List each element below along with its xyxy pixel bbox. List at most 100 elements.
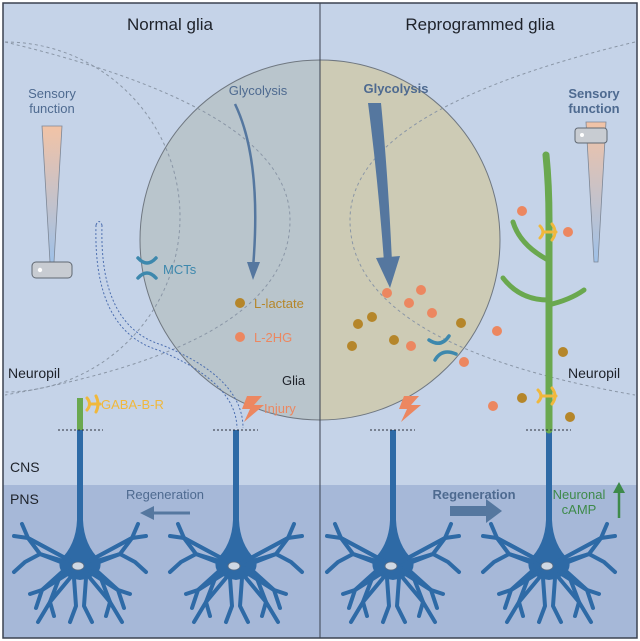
glia-label: Glia (282, 373, 306, 388)
regenerated-branch (500, 275, 551, 303)
lactate-molecule (347, 341, 357, 351)
neuronal-camp-label-1: Neuronal (553, 487, 606, 502)
dendrite (168, 534, 238, 568)
glycolysis-label-left: Glycolysis (229, 83, 288, 98)
regeneration-label-left: Regeneration (126, 487, 204, 502)
neuron-nucleus (384, 561, 398, 571)
regenerated-axon-main (542, 151, 553, 434)
right-panel-title: Reprogrammed glia (405, 15, 555, 34)
dendrite (192, 564, 238, 624)
glia-cell (139, 59, 501, 421)
dendrite (36, 564, 82, 624)
gaba-b-receptor-right-lower (536, 386, 558, 406)
regenerated-branch (545, 287, 587, 308)
intact-axon-green-segment (77, 398, 83, 431)
dendrite (234, 564, 250, 624)
dendrite (481, 534, 551, 568)
l2hg-molecule (492, 326, 502, 336)
sensory-label-left-2: function (29, 101, 75, 116)
dendrite (224, 564, 238, 624)
dendrite (78, 534, 148, 568)
l2hg-molecule (416, 285, 426, 295)
neuron-nucleus (227, 561, 241, 571)
sensory-label-left-1: Sensory (28, 86, 76, 101)
l2hg-molecule (563, 227, 573, 237)
mcts-label: MCTs (163, 262, 197, 277)
glycolysis-label-right: Glycolysis (363, 81, 428, 96)
dendrite (381, 564, 395, 624)
dendrite (547, 564, 581, 618)
l2hg-molecule (459, 357, 469, 367)
regeneration-arrowhead-right (486, 499, 502, 523)
dendrite (168, 552, 238, 574)
lactate-molecule (353, 319, 363, 329)
regeneration-label-right: Regeneration (432, 487, 515, 502)
camp-up-arrowhead (613, 482, 625, 493)
dendrite (391, 564, 407, 624)
glia-right-half (320, 60, 500, 420)
neuropil-arc-right (349, 41, 636, 396)
dendrite (517, 564, 551, 618)
neuron-1 (12, 520, 148, 624)
dendrite (537, 564, 551, 624)
l-lactate-label: L-lactate (254, 296, 304, 311)
dendrite (391, 534, 461, 568)
neuropil-label-left: Neuropil (8, 365, 60, 381)
dendrite (204, 564, 238, 618)
neuron-4 (481, 520, 617, 624)
lactate-molecule (389, 335, 399, 345)
dendrite (325, 534, 395, 568)
gaba-b-receptor-left (85, 394, 102, 414)
sensory-bulb-right (574, 127, 608, 144)
injury-label: Injury (264, 401, 296, 416)
neuron-nucleus (71, 561, 85, 571)
dendrite (234, 534, 304, 568)
dendrite (325, 552, 395, 574)
l-2hg-legend-dot (235, 332, 245, 342)
dendrite (391, 564, 425, 618)
dendrite (78, 564, 124, 624)
neuronal-camp-label-2: cAMP (562, 502, 597, 517)
dendrite (547, 552, 617, 574)
dendrite (547, 564, 593, 624)
mct-transporter-left (136, 256, 158, 280)
dendrite (12, 552, 82, 574)
glycolysis-arrowhead-left (247, 262, 260, 280)
dendrite (349, 564, 395, 624)
dendrite (547, 534, 617, 568)
dendrite (481, 552, 551, 574)
l-lactate-legend-dot (235, 298, 245, 308)
dendrite (234, 564, 268, 618)
left-panel-title: Normal glia (127, 15, 214, 34)
dendrite (78, 564, 112, 618)
dendrite (48, 564, 82, 618)
dendrite (78, 552, 148, 574)
lactate-molecule (456, 318, 466, 328)
molecules-right (347, 206, 575, 422)
injury-bolt-left (242, 396, 264, 422)
glia-left-half (140, 60, 320, 420)
pns-label: PNS (10, 491, 39, 507)
neuropil-label-right: Neuropil (568, 365, 620, 381)
l2hg-molecule (406, 341, 416, 351)
sensory-bulb-dot-left (37, 267, 43, 273)
injury-bolt-right (399, 396, 421, 422)
dendrite (78, 564, 94, 624)
dendrite (391, 552, 461, 574)
regeneration-arrow-right-shaft (450, 506, 488, 516)
dendrite (234, 564, 280, 624)
mct-transporter-right (427, 334, 458, 362)
glycolysis-arrowhead-right (376, 256, 400, 288)
intact-axon-left (77, 430, 83, 525)
glycolysis-arrow-right (368, 103, 392, 262)
dendrite (361, 564, 395, 618)
neuropil-arc-left (4, 41, 291, 396)
l2hg-molecule (382, 288, 392, 298)
regenerating-axon-base (546, 430, 552, 525)
degenerated-axon-tip (95, 221, 103, 226)
injured-axon-right (390, 430, 396, 525)
l-2hg-label: L-2HG (254, 330, 292, 345)
l2hg-molecule (488, 401, 498, 411)
dendrite (505, 564, 551, 624)
